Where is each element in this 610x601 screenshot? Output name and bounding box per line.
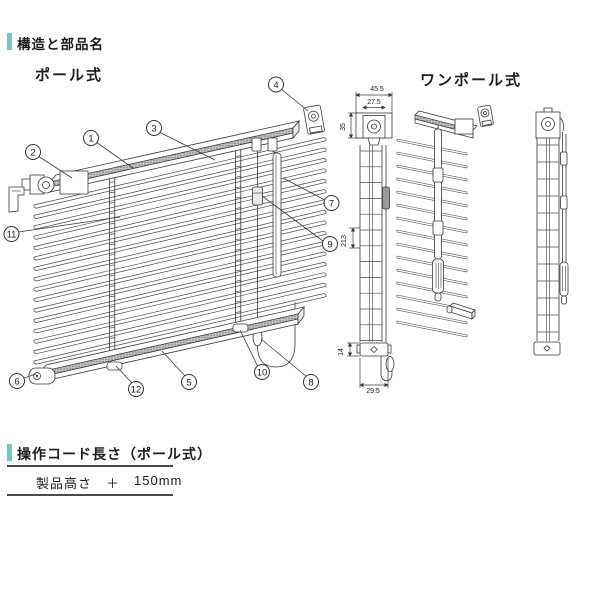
- bottom-rail: [28, 305, 306, 385]
- tilt-pole: [272, 150, 282, 278]
- svg-text:3: 3: [151, 124, 156, 135]
- slat-stack: [536, 138, 560, 341]
- dim-pole-length: 213: [341, 235, 348, 247]
- svg-text:8: 8: [308, 378, 313, 389]
- dim-bottom-width: 29.5: [366, 388, 380, 395]
- table-rule-top: [7, 465, 173, 467]
- bracket-right: [303, 104, 325, 135]
- bottomrail-section: [356, 342, 392, 357]
- dim-bottom-height: 14: [338, 348, 345, 356]
- one-pole-side-view: [533, 107, 569, 356]
- dim-top-outer: 45.5: [370, 86, 384, 93]
- svg-text:9: 9: [327, 240, 332, 251]
- cord-row-label: 製品高さ: [36, 476, 93, 491]
- callout-11: 11: [3, 226, 20, 242]
- callout-1: 1: [83, 130, 99, 146]
- pole-type-diagram: 1 2 3 4 5 6 7 8 9 10 11 12: [3, 76, 340, 397]
- bottom-rail: [446, 302, 476, 320]
- headrail: [414, 110, 478, 139]
- hangers: [251, 137, 278, 152]
- leader-lines: [18, 87, 326, 385]
- cord-loop-side: [380, 356, 395, 382]
- svg-text:6: 6: [14, 377, 19, 388]
- bracket: [477, 104, 494, 127]
- headrail: [48, 119, 301, 193]
- one-pole-perspective-diagram: [396, 104, 494, 338]
- callout-5: 5: [181, 374, 197, 390]
- slat-stack: [359, 145, 383, 342]
- callout-3: 3: [146, 120, 162, 136]
- svg-text:4: 4: [273, 80, 278, 91]
- head-unit: [535, 107, 564, 139]
- section-label-one-pole: ワンポール式: [420, 72, 523, 89]
- ladder-tape-right: [235, 150, 242, 325]
- cord-table-row: 製品高さ ＋ 150mm: [36, 473, 182, 492]
- headrail-section: [355, 112, 393, 146]
- dim-top-inner: 27.5: [367, 99, 381, 106]
- svg-text:1: 1: [88, 134, 93, 145]
- bottom-rail: [533, 341, 561, 356]
- table-rule-bottom: [7, 494, 173, 496]
- svg-text:7: 7: [329, 199, 334, 210]
- cord-row-value: 150mm: [134, 473, 183, 488]
- cord-side: [382, 145, 390, 356]
- callout-7: 7: [323, 195, 340, 211]
- callout-6: 6: [9, 373, 25, 389]
- callout-8: 8: [303, 374, 319, 390]
- callout-9: 9: [322, 236, 338, 252]
- ladder-tape-left: [109, 177, 116, 354]
- dimension-side-view: 45.5 27.5 35: [338, 86, 395, 395]
- bracket-left: [8, 186, 25, 213]
- page-title: 構造と部品名: [17, 37, 104, 52]
- svg-text:10: 10: [257, 368, 268, 379]
- callout-2: 2: [25, 144, 41, 160]
- svg-text:2: 2: [30, 148, 35, 159]
- control-unit: [21, 170, 89, 195]
- svg-text:11: 11: [7, 230, 17, 241]
- one-pole: [559, 132, 569, 305]
- section-label-pole: ポール式: [35, 67, 104, 84]
- one-pole: [432, 125, 444, 302]
- heading-accent-bar: [7, 33, 12, 50]
- table-accent-bar: [7, 444, 12, 461]
- svg-text:5: 5: [186, 378, 191, 389]
- callout-12: 12: [128, 381, 144, 397]
- dim-head-height: 35: [340, 123, 347, 131]
- svg-text:12: 12: [131, 385, 142, 396]
- cord-table-title: 操作コード長さ（ポール式）: [17, 446, 212, 462]
- callout-10: 10: [254, 364, 270, 380]
- callout-4: 4: [268, 76, 284, 93]
- cord-row-operator: ＋: [106, 476, 121, 491]
